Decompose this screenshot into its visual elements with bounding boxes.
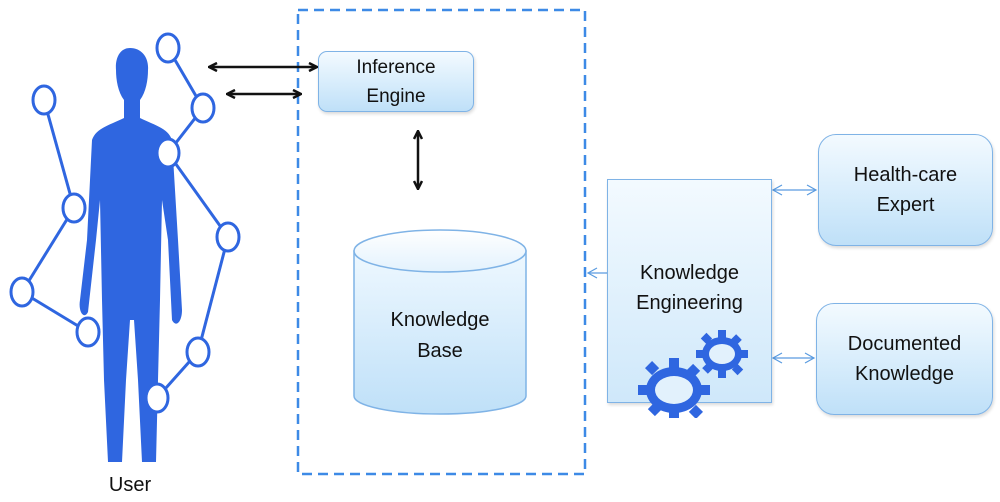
health-care-expert-label-2: Expert <box>876 194 935 216</box>
knowledge-engineering-label-1: Knowledge <box>640 262 739 284</box>
knowledge-engineering-box: Knowledge Engineering <box>607 179 772 403</box>
knowledge-base-label: Knowledge Base <box>354 305 526 367</box>
inference-engine-label-1: Inference <box>356 56 436 78</box>
knowledge-base-cylinder <box>353 229 527 415</box>
user-icon <box>9 32 241 462</box>
documented-knowledge-box: Documented Knowledge <box>816 303 993 415</box>
documented-knowledge-label-2: Knowledge <box>855 363 954 385</box>
health-care-expert-label-1: Health-care <box>853 164 958 186</box>
documented-knowledge-label-1: Documented <box>847 333 962 355</box>
knowledge-base-label-2: Base <box>417 340 463 362</box>
network-nodes <box>9 32 241 414</box>
user-label: User <box>108 474 152 496</box>
knowledge-base-label-1: Knowledge <box>390 309 490 331</box>
gear-small <box>696 330 748 378</box>
gears-icon <box>638 330 748 418</box>
system-boundary <box>296 8 587 476</box>
health-care-expert-box: Health-care Expert <box>818 134 993 246</box>
inference-engine-box: Inference Engine <box>318 51 474 112</box>
knowledge-engineering-label-2: Engineering <box>636 292 743 314</box>
inference-engine-label-2: Engine <box>366 85 426 107</box>
